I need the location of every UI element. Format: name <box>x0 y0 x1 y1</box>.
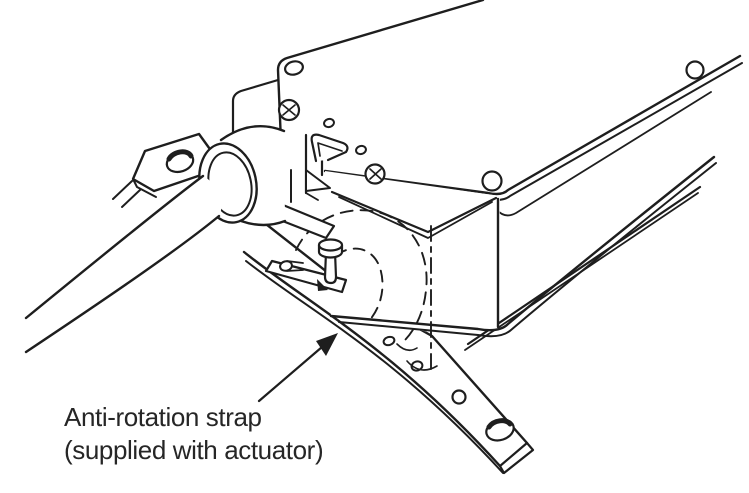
actuator-end-cap <box>277 98 301 203</box>
screw-shading-crescent <box>486 418 513 430</box>
corner-gusset <box>330 190 498 234</box>
caption-line-2: (supplied with actuator) <box>64 435 324 465</box>
bolt-shank <box>323 250 338 285</box>
strap-stud <box>410 360 424 372</box>
end-cap-notch-and-tab <box>304 117 386 201</box>
actuator-base-edge <box>464 185 702 351</box>
cover-hole <box>284 60 304 76</box>
dashed-arc-outer <box>295 209 428 344</box>
dashed-arc-inner <box>335 247 384 323</box>
arrowhead-icon <box>316 333 338 356</box>
hidden-geometry-dashes <box>295 209 432 375</box>
hook-tab <box>310 133 349 163</box>
callout-arrow <box>257 333 338 403</box>
cable <box>24 174 222 354</box>
strap-hole-tiny <box>382 335 396 347</box>
flange-hole-a <box>323 117 335 129</box>
figure-caption: Anti-rotation strap (supplied with actua… <box>64 401 324 467</box>
screw-shading-crescent <box>166 149 194 162</box>
top-face-hole-front <box>481 170 503 192</box>
top-face-hole-right <box>685 60 705 80</box>
flange-hole-b <box>355 144 367 156</box>
conduit-boss <box>198 125 287 227</box>
strap-hole-small <box>451 389 467 405</box>
caption-line-1: Anti-rotation strap <box>64 402 262 432</box>
